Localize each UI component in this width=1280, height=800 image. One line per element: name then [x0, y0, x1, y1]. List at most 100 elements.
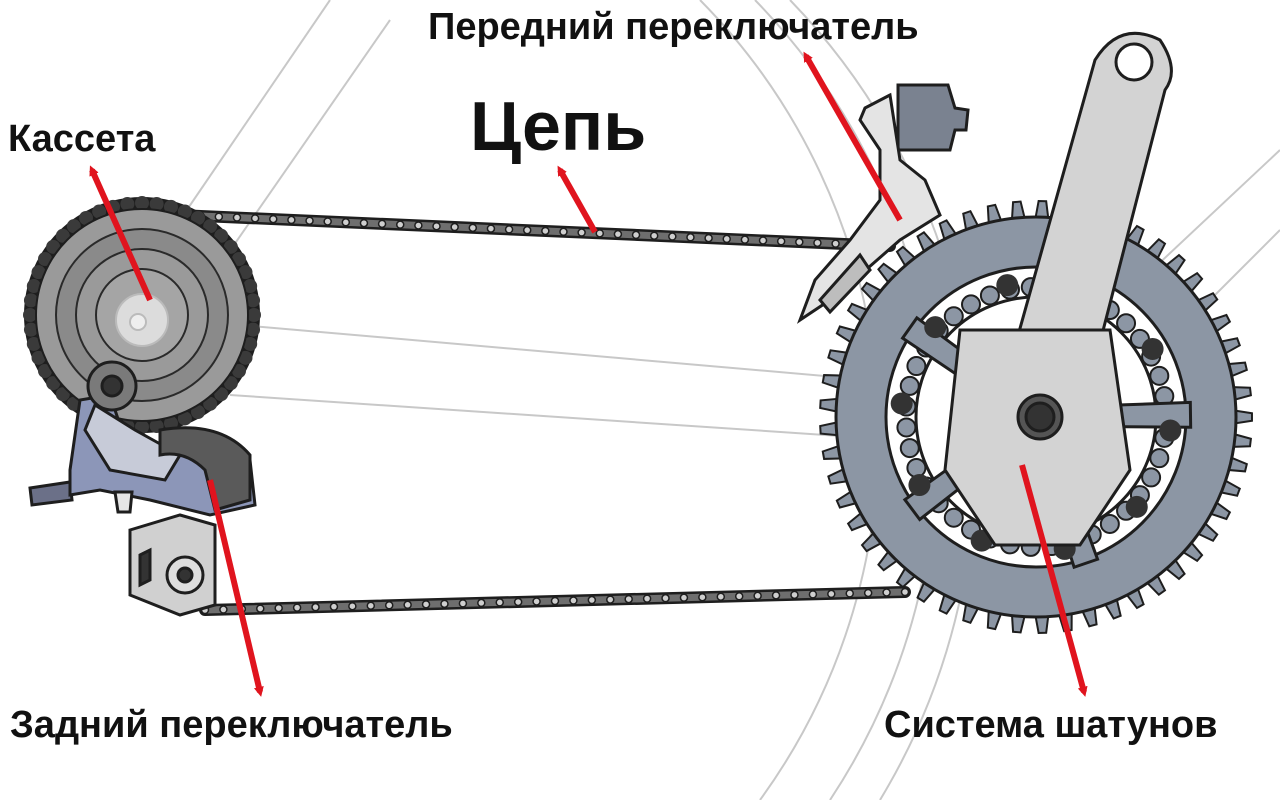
- cassette-tooth: [243, 336, 258, 351]
- chain-pin: [468, 223, 478, 233]
- chain-pin: [250, 214, 260, 223]
- chain-pin: [311, 602, 320, 612]
- cassette-tooth: [149, 196, 164, 211]
- chain-pin: [214, 212, 224, 221]
- cassette-tooth: [214, 387, 229, 402]
- inner-tooth: [1116, 313, 1137, 334]
- cassette-tooth: [203, 396, 218, 411]
- cassette-tooth: [203, 219, 218, 234]
- chain-pin: [366, 601, 376, 610]
- cassette-tooth: [31, 265, 46, 280]
- chain-pin: [734, 592, 744, 601]
- cassette-tooth: [46, 239, 61, 254]
- inner-tooth: [1099, 513, 1120, 534]
- cassette-tooth: [38, 252, 53, 266]
- inner-tooth: [943, 306, 964, 327]
- bolt: [908, 474, 931, 497]
- chain-pin: [232, 213, 242, 222]
- chain-pin: [219, 605, 228, 614]
- chain-pin: [486, 224, 496, 233]
- crank-arm: [943, 31, 1173, 547]
- rear-derailleur-label: Задний переключатель: [10, 704, 453, 746]
- cassette-tooth: [238, 350, 253, 365]
- cassette-tooth: [247, 308, 261, 322]
- arrow-chain: [557, 165, 598, 234]
- chain-pin: [631, 230, 641, 240]
- chain-pin: [771, 591, 781, 600]
- chain-pin: [477, 598, 486, 608]
- chain-pin: [532, 597, 541, 606]
- inner-tooth: [899, 438, 920, 459]
- chain-pin: [450, 222, 459, 232]
- cassette-tooth: [38, 364, 53, 378]
- chain-pin: [559, 227, 568, 237]
- chain-pin: [541, 226, 550, 236]
- cassette-tooth: [55, 387, 70, 402]
- cassette-tooth: [177, 204, 192, 219]
- chain-pin: [753, 591, 762, 601]
- inner-tooth: [961, 294, 981, 315]
- cassette-tooth: [135, 196, 149, 210]
- cassette-tooth: [55, 228, 70, 243]
- cassette-tooth: [223, 239, 238, 254]
- chain-pin: [863, 588, 873, 598]
- cassette-tooth: [177, 411, 192, 426]
- bolt: [924, 316, 947, 339]
- cassette-tooth: [46, 376, 61, 391]
- cassette-tooth: [163, 199, 178, 214]
- chain-pin: [827, 589, 836, 599]
- chain-pin: [522, 225, 532, 235]
- cassette-tooth: [26, 279, 41, 294]
- chain-pin: [341, 218, 351, 227]
- chain-pin: [495, 598, 504, 607]
- chain-pin: [440, 599, 449, 609]
- chain-pin: [698, 592, 707, 602]
- annotation-arrows: [89, 51, 1088, 697]
- chain-pin: [323, 217, 332, 226]
- chain-pin: [624, 594, 633, 604]
- chain-pin: [795, 237, 804, 247]
- chain-pin: [513, 597, 523, 607]
- cassette-tooth: [31, 350, 46, 365]
- chain-pin: [776, 237, 786, 246]
- chain-pin: [679, 593, 689, 602]
- chain-bottom-run: [199, 586, 911, 616]
- chain-pin: [740, 235, 750, 244]
- chain-pin: [716, 592, 726, 601]
- cassette-label: Кассета: [8, 118, 156, 160]
- cassette-tooth: [243, 279, 258, 294]
- cassette-tooth: [246, 293, 261, 308]
- chain-pin: [377, 219, 387, 229]
- chain-pin: [414, 221, 423, 230]
- chain-pin: [722, 234, 731, 244]
- cassette: [23, 196, 261, 434]
- cassette-teeth: [23, 196, 261, 434]
- chain-pin: [569, 596, 578, 605]
- chain-pin: [504, 225, 514, 234]
- inner-tooth: [943, 507, 964, 528]
- chain-pin: [595, 229, 605, 238]
- chain-pin: [704, 233, 713, 243]
- cassette-tooth: [66, 219, 81, 234]
- inner-tooth: [899, 375, 920, 396]
- chain-pin: [587, 595, 597, 605]
- cassette-tooth: [26, 336, 41, 351]
- bolt: [890, 392, 913, 415]
- inner-tooth: [1149, 365, 1170, 386]
- inner-tooth: [1149, 448, 1170, 469]
- arrow-front-derailleur: [803, 51, 903, 222]
- cassette-tooth: [163, 416, 178, 431]
- bolt: [1125, 495, 1148, 518]
- cassette-tooth: [231, 364, 246, 378]
- chain-pin: [432, 221, 441, 231]
- inner-tooth: [906, 356, 927, 377]
- chain-pin: [845, 589, 854, 598]
- chain-pin: [813, 238, 822, 248]
- chain-pin: [287, 215, 296, 225]
- crankset-label: Система шатунов: [884, 704, 1218, 746]
- chain-pin: [274, 603, 283, 613]
- cassette-tooth: [79, 211, 93, 226]
- cassette-tooth: [214, 228, 229, 243]
- chain-pin: [269, 214, 278, 224]
